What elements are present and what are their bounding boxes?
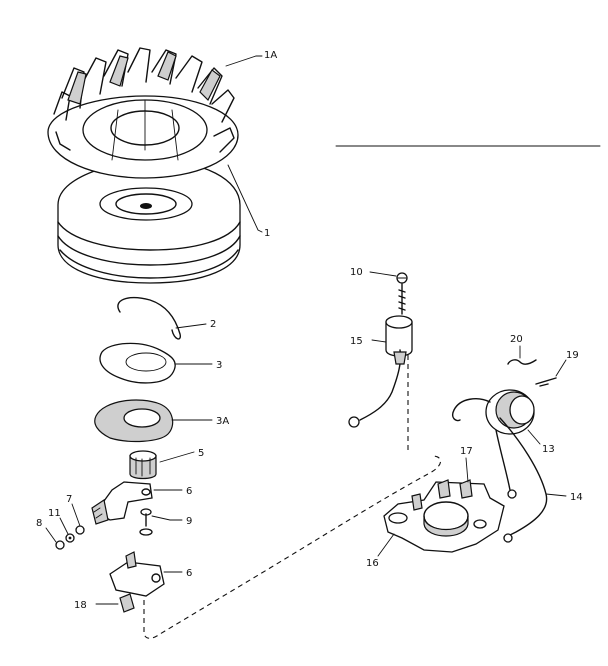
callout-15: 15	[350, 336, 363, 347]
callout-17: 17	[460, 446, 473, 457]
callout-16: 16	[366, 558, 379, 569]
callout-2: 2	[210, 319, 216, 330]
condenser-part-15	[348, 315, 413, 428]
ignition-coil-part-13	[451, 389, 535, 499]
leader-1a	[225, 55, 263, 67]
leader-1	[227, 164, 263, 233]
nut-washer-set	[55, 525, 85, 550]
point-base-part-6	[109, 551, 165, 597]
breaker-arm-part-6	[91, 481, 153, 525]
callout-18: 18	[74, 600, 87, 611]
callout-19: 19	[566, 350, 579, 361]
callout-3: 3	[216, 360, 222, 371]
bracket-housing-part-16	[383, 479, 505, 553]
screw-part-10	[396, 272, 408, 315]
callout-9: 9	[186, 516, 192, 527]
callout-14: 14	[570, 492, 583, 503]
callout-5: 5	[198, 448, 204, 459]
screw-part-9	[139, 508, 153, 536]
flywheel-assembly	[47, 47, 241, 284]
pin-part-19	[535, 377, 557, 387]
callout-11: 11	[48, 508, 61, 519]
callout-6-lower: 6	[186, 568, 192, 579]
callout-6-upper: 6	[186, 486, 192, 497]
callout-3a: 3A	[216, 416, 229, 427]
spring-part-20	[507, 359, 537, 365]
callout-7: 7	[66, 494, 72, 505]
callout-1a: 1A	[264, 50, 277, 61]
callout-10: 10	[350, 267, 363, 278]
callout-8: 8	[36, 518, 42, 529]
cover-plate-part-3	[99, 342, 176, 384]
clip-part-18	[119, 593, 135, 613]
callout-13: 13	[542, 444, 555, 455]
bushing-part-5	[129, 450, 157, 480]
callout-1: 1	[264, 228, 270, 239]
spring-clip-part-2	[117, 296, 182, 340]
callout-20: 20	[510, 334, 523, 345]
wire-route-dashed	[143, 346, 442, 639]
